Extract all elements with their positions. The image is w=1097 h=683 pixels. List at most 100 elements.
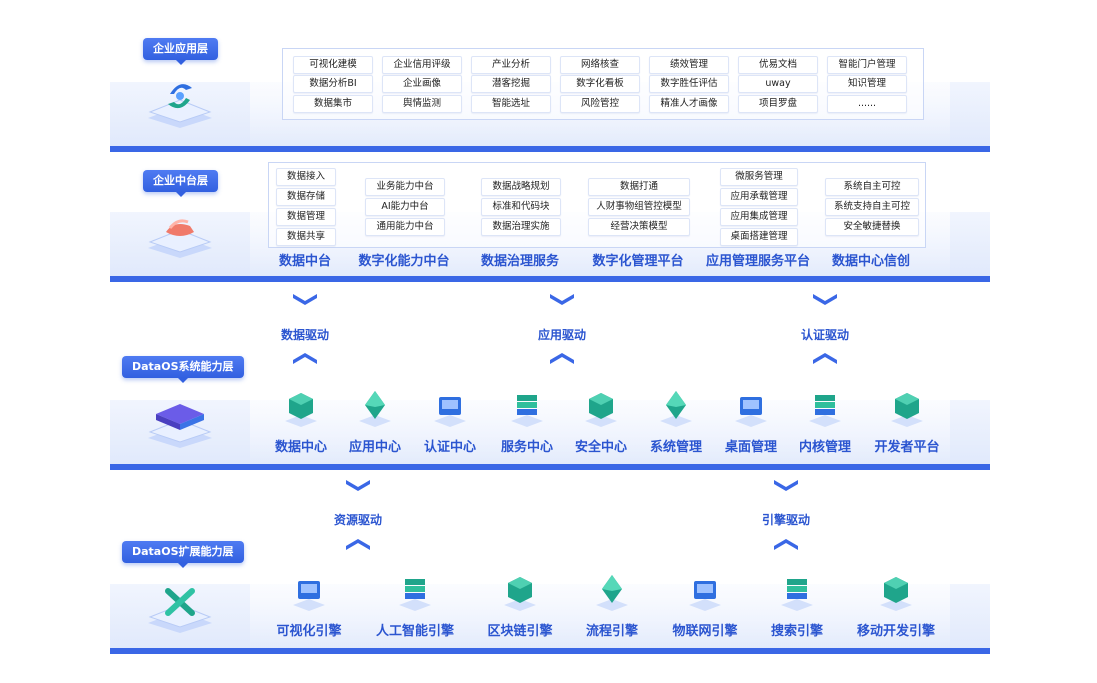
middle-item: 标准和代码块 — [481, 198, 561, 216]
middle-item: 数据治理实施 — [481, 218, 561, 236]
middle-item: 数据共享 — [276, 228, 336, 246]
dataos-item-label: 内核管理 — [798, 440, 851, 455]
dataos-item-label: 服务中心 — [500, 440, 553, 455]
application-layer-badge: 企业应用层 — [143, 38, 218, 65]
down-chevron-icon — [813, 294, 837, 305]
platform-slab — [110, 584, 990, 654]
middle-item: 应用承载管理 — [720, 188, 798, 206]
middle-item: 应用集成管理 — [720, 208, 798, 226]
middle-item: 数据接入 — [276, 168, 336, 186]
application-item: 知识管理 — [827, 75, 907, 93]
application-item: 舆情监测 — [382, 95, 462, 113]
dataos-item-label: 桌面管理 — [724, 440, 777, 455]
platform-slab — [110, 400, 990, 470]
application-item: 绩效管理 — [649, 56, 729, 74]
extension-layer-platform — [110, 582, 990, 654]
application-item: 企业信用评级 — [382, 56, 462, 74]
down-chevron-icon — [346, 480, 370, 491]
down-chevron-icon — [293, 294, 317, 305]
iot-engine-icon — [689, 581, 721, 611]
application-layer-icon — [148, 84, 212, 128]
extension-layer-icon — [148, 588, 212, 633]
extension-item-label: 移动开发引擎 — [856, 624, 935, 639]
extension-item-label: 物联网引擎 — [672, 624, 738, 639]
middle-group-label: 数字化管理平台 — [592, 254, 684, 269]
authentication-center-icon — [434, 397, 466, 427]
driver-label: 应用驱动 — [537, 328, 586, 342]
application-item: 数据集市 — [293, 95, 373, 113]
down-chevron-icon — [550, 294, 574, 305]
middle-item: 数据管理 — [276, 208, 336, 226]
up-chevron-icon — [293, 353, 317, 364]
application-item: 智能选址 — [471, 95, 551, 113]
driver-label: 认证驱动 — [800, 328, 849, 342]
visualization-engine-icon — [293, 581, 325, 611]
application-item: 产业分析 — [471, 56, 551, 74]
middle-item: AI能力中台 — [365, 198, 445, 216]
dataos-layer-icon — [148, 404, 212, 448]
data-center-icon — [285, 393, 317, 427]
application-item: 风险管控 — [560, 95, 640, 113]
application-item: uway — [738, 75, 818, 93]
extension-item-label: 流程引擎 — [585, 624, 638, 639]
up-chevron-icon — [774, 539, 798, 550]
dataos-item-label: 认证中心 — [423, 440, 476, 455]
middle-item: 业务能力中台 — [365, 178, 445, 196]
middle-item: 桌面搭建管理 — [720, 228, 798, 246]
blockchain-engine-icon — [504, 577, 536, 611]
middle-item: 经营决策模型 — [588, 218, 690, 236]
extension-item-label: 搜索引擎 — [770, 624, 823, 639]
up-chevron-icon — [346, 539, 370, 550]
application-item: 数字胜任评估 — [649, 75, 729, 93]
extension-item-label: 区块链引擎 — [487, 624, 553, 639]
driver-label: 数据驱动 — [280, 328, 329, 342]
middle-group-label: 数据中台 — [278, 254, 331, 269]
middle-group-label: 应用管理服务平台 — [705, 254, 810, 269]
middle-item: 数据打通 — [588, 178, 690, 196]
system-management-icon — [660, 391, 692, 427]
dataos-item-label: 数据中心 — [274, 440, 327, 455]
middle-layer-badge: 企业中台层 — [143, 170, 218, 197]
extension-item-label: 可视化引擎 — [276, 624, 342, 639]
dataos-layer-badge: DataOS系统能力层 — [122, 356, 244, 383]
application-item: 潜客挖掘 — [471, 75, 551, 93]
middle-group-label: 数据治理服务 — [480, 254, 559, 269]
up-chevron-icon — [813, 353, 837, 364]
dataos-item-label: 安全中心 — [574, 440, 627, 455]
middle-group-label: 数字化能力中台 — [358, 254, 450, 269]
middle-item: 安全敏捷替换 — [825, 218, 919, 236]
middle-item: 微服务管理 — [720, 168, 798, 186]
application-item: ...... — [827, 95, 907, 113]
middle-layer-icon — [148, 219, 212, 258]
extension-layer-badge: DataOS扩展能力层 — [122, 541, 244, 568]
application-item: 数据分析BI — [293, 75, 373, 93]
up-chevron-icon — [550, 353, 574, 364]
application-item: 优易文档 — [738, 56, 818, 74]
middle-item: 系统支持自主可控 — [825, 198, 919, 216]
application-center-icon — [359, 391, 391, 427]
application-item: 数字化看板 — [560, 75, 640, 93]
application-item: 项目罗盘 — [738, 95, 818, 113]
dataos-layer-platform — [110, 398, 990, 470]
ai-engine-icon — [399, 579, 431, 611]
middle-item: 数据战略规划 — [481, 178, 561, 196]
workflow-engine-icon — [596, 575, 628, 611]
mobile-dev-engine-icon — [880, 577, 912, 611]
developer-platform-icon — [891, 393, 923, 427]
dataos-item-label: 开发者平台 — [874, 440, 940, 455]
service-center-icon — [511, 395, 543, 427]
application-item: 智能门户管理 — [827, 56, 907, 74]
middle-item: 通用能力中台 — [365, 218, 445, 236]
desktop-management-icon — [735, 397, 767, 427]
driver-label: 资源驱动 — [333, 513, 382, 527]
driver-label: 引擎驱动 — [761, 513, 810, 527]
application-item: 可视化建模 — [293, 56, 373, 74]
kernel-management-icon — [809, 395, 841, 427]
middle-item: 数据存储 — [276, 188, 336, 206]
application-item: 网络核查 — [560, 56, 640, 74]
application-item: 精准人才画像 — [649, 95, 729, 113]
application-item: 企业画像 — [382, 75, 462, 93]
middle-group-label: 数据中心信创 — [831, 254, 910, 269]
middle-item: 系统自主可控 — [825, 178, 919, 196]
